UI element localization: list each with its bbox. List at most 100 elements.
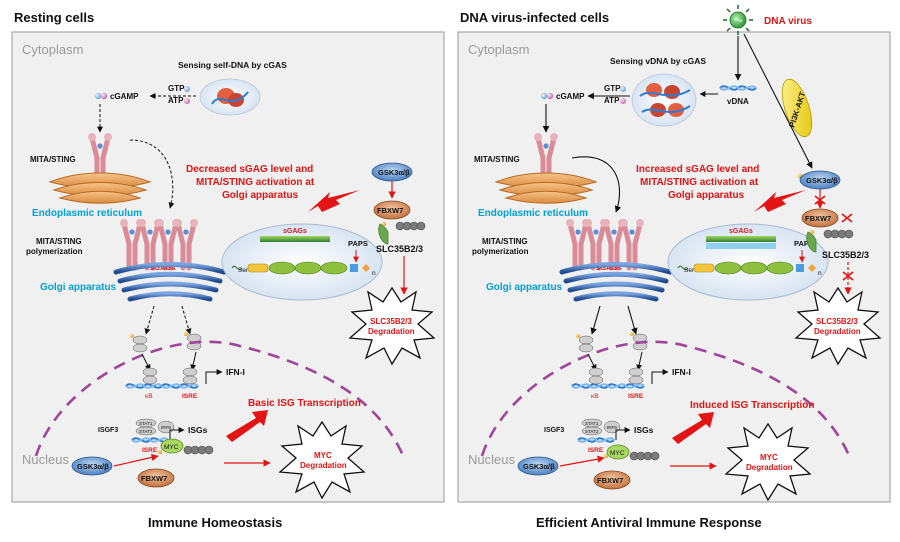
left-myc-node <box>160 438 184 454</box>
left-isg-transcription-arrow <box>169 427 185 440</box>
right-polymerization-label-2: polymerization <box>472 247 529 256</box>
left-er-membrane <box>48 172 152 204</box>
right-irf3-nuclear <box>628 367 644 385</box>
right-footer: Efficient Antiviral Immune Response <box>536 515 762 530</box>
right-gsk3-label: GSK3α/β <box>806 176 838 185</box>
left-stat2-label: STAT2 <box>139 429 153 434</box>
right-cgamp-ball-2 <box>546 92 554 100</box>
left-footer: Immune Homeostasis <box>148 515 282 530</box>
right-mita-label: MITA/STING <box>474 155 520 164</box>
left-atp-label: ATP <box>168 96 184 105</box>
right-nfkb-cytosolic <box>576 334 594 353</box>
left-er-label: Endoplasmic reticulum <box>32 208 142 219</box>
right-nfkb-nuclear <box>588 367 604 385</box>
left-nfkb-nuclear <box>142 367 158 385</box>
right-slc-label: SLC35B2/3 <box>822 250 869 260</box>
left-cgas-icon <box>211 88 249 107</box>
left-isgs-label: ISGs <box>188 425 208 435</box>
right-dna-virus-label: DNA virus <box>764 16 812 27</box>
right-kb-label: κB <box>591 393 599 400</box>
left-kb-label: κB <box>145 393 153 400</box>
right-isre2-label: ISRE <box>588 447 604 454</box>
left-ifn-label: IFN-I <box>226 367 245 377</box>
right-golgi-to-irf3-arrow <box>627 305 638 335</box>
right-transcription-arrow <box>672 412 714 444</box>
right-myc-node <box>606 444 630 460</box>
right-virus-to-gsk-arrow <box>743 33 813 169</box>
left-isre-label: ISRE <box>182 393 198 400</box>
right-golgi-to-nfkb-arrow <box>590 305 601 335</box>
right-cgamp-label: cGAMP <box>556 92 585 101</box>
right-sgags-bar-label: sGAGs <box>729 228 753 235</box>
left-sensing-label: Sensing self-DNA by cGAS <box>178 60 287 70</box>
left-red-title-1: Decreased sGAG level and <box>186 164 313 175</box>
right-heading: DNA virus-infected cells <box>460 10 609 25</box>
left-gtp-ball <box>184 86 190 92</box>
right-fbxw7-block-x <box>841 213 853 223</box>
right-paps-label: PAPS <box>794 239 814 248</box>
right-golgi-label: Golgi apparatus <box>486 282 563 293</box>
left-sgags-label: sGAGs <box>150 263 175 272</box>
left-polymerization-label-1: MITA/STING <box>36 237 82 246</box>
right-er-to-golgi-arrow <box>571 156 622 213</box>
right-atp-label: ATP <box>604 96 620 105</box>
left-nfkb-import-arrow <box>141 353 151 371</box>
right-cgamp-ball-1 <box>540 92 548 100</box>
right-irf3-import-arrow <box>636 351 643 371</box>
left-slc-degradation-2: Degradation <box>368 327 415 336</box>
right-gsk3-nuclear-node <box>517 456 559 476</box>
right-pi3k-node <box>781 78 813 138</box>
right-sgags-bar-1 <box>706 236 776 242</box>
right-fbxw7-nuclear-label: FBXW7 <box>597 476 623 485</box>
right-sensing-label: Sensing vDNA by cGAS <box>610 56 706 66</box>
right-red-title-2: MITA/STING activation at <box>640 177 759 188</box>
left-fbxw7-node <box>373 200 411 220</box>
left-myc-phospho <box>157 449 163 455</box>
right-myc-degradation-2: Degradation <box>746 463 793 472</box>
left-cgamp-ball-1 <box>94 92 102 100</box>
left-cgamp-ball-2 <box>100 92 108 100</box>
right-slc-degradation-2: Degradation <box>814 327 861 336</box>
left-myc-degradation-1: MYC <box>314 451 332 460</box>
right-er-label: Endoplasmic reticulum <box>478 208 588 219</box>
left-nuclear-envelope <box>34 340 406 459</box>
right-slc-degradation-1: SLC35B2/3 <box>816 317 858 326</box>
left-gsk3-label: GSK3α/β <box>378 168 410 177</box>
right-sgags-bar-2 <box>706 243 776 249</box>
right-stat2-label: STAT2 <box>585 429 599 434</box>
left-ifn-transcription-arrow <box>205 369 223 384</box>
left-big-red-arrow <box>308 190 360 212</box>
left-irf3-nuclear <box>182 367 198 385</box>
left-slc-label: SLC35B2/3 <box>376 244 423 254</box>
left-slc-degradation-1: SLC35B2/3 <box>370 317 412 326</box>
left-transcription-label: Basic ISG Transcription <box>248 398 361 409</box>
right-red-title-1: Increased sGAG level and <box>636 164 759 175</box>
right-isg-transcription-arrow <box>615 427 631 440</box>
right-nfkb-import-arrow <box>587 353 597 371</box>
right-red-title-3: Golgi apparatus <box>668 190 745 201</box>
right-cgas-bubble <box>631 73 697 127</box>
left-golgi-label: Golgi apparatus <box>40 282 117 293</box>
left-paps-label: PAPS <box>348 239 368 248</box>
right-polymerization-label-1: MITA/STING <box>482 237 528 246</box>
left-irf9-label: IRF9 <box>161 425 171 430</box>
right-proteoglycan-chain <box>677 261 816 275</box>
left-n-label: n <box>372 270 376 277</box>
right-myc-label: MYC <box>610 450 625 457</box>
left-er-to-golgi-arrow <box>129 139 175 209</box>
right-gsk3-nuclear-label: GSK3α/β <box>523 462 555 471</box>
left-ser-label: Ser <box>238 267 249 274</box>
right-sgags-label: sGAGs <box>596 263 621 272</box>
right-gsk-to-myc-arrow <box>559 455 605 467</box>
left-heading: Resting cells <box>14 10 94 25</box>
right-ifn-label: IFN-I <box>672 367 691 377</box>
left-cytoplasm-label: Cytoplasm <box>22 42 83 57</box>
left-cgamp-label: cGAMP <box>110 92 139 101</box>
right-ser-label: Ser <box>684 267 695 274</box>
right-slc-phospho <box>809 229 815 235</box>
right-transcription-label: Induced ISG Transcription <box>690 400 814 411</box>
left-gsk-to-myc-arrow <box>113 453 159 467</box>
right-gsk-block-x <box>814 195 826 205</box>
left-atp-ball <box>184 98 190 104</box>
